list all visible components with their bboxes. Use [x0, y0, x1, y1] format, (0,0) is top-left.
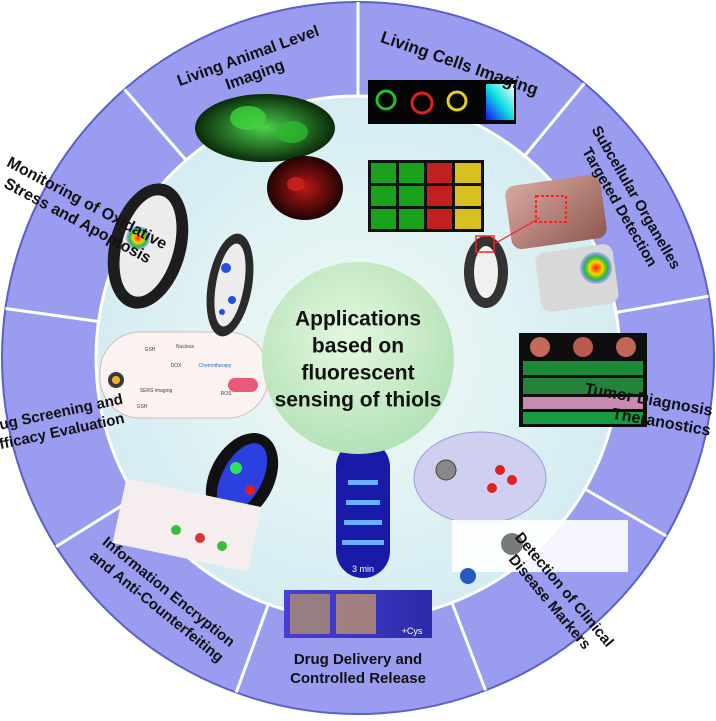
cys-label: +Cys — [402, 626, 423, 636]
scheme-label: Nucleus — [176, 344, 195, 350]
drug-screening-images — [112, 433, 279, 572]
scheme-label: ROS — [221, 391, 233, 397]
red-cells-image — [267, 156, 343, 220]
segment-separator — [5, 306, 99, 324]
living-animal-images — [107, 183, 254, 337]
scheme-label: GSH — [145, 347, 156, 353]
scheme-label: GSH — [137, 404, 148, 410]
center-title-line: sensing of thiols — [275, 389, 442, 412]
scheme-label: DOX — [171, 363, 183, 369]
clinical-marker-images — [519, 333, 647, 427]
segment-separators — [5, 2, 709, 694]
organelle-images — [368, 80, 516, 232]
segment-separator — [123, 88, 188, 162]
living-cells-images — [195, 94, 343, 220]
segment-label-line: Controlled Release — [290, 670, 426, 687]
oxidative-stress-images: Nucleus GSH DOX Chemotherapy SERS imagin… — [99, 331, 269, 419]
center-circle — [262, 262, 454, 454]
center-title-line: Applications — [295, 308, 421, 331]
center-title: Applications based on fluorescent sensing o… — [275, 308, 442, 412]
center-title-line: based on — [312, 335, 404, 358]
delivery-scheme-panel — [452, 520, 628, 572]
scheme-label: SERS imaging — [140, 388, 173, 394]
tumor-tissue-photo — [505, 174, 607, 250]
center-title-line: fluorescent — [301, 362, 414, 385]
segment-separator — [584, 487, 668, 538]
pagoda-image — [336, 440, 390, 578]
delivery-scheme-cell — [413, 431, 547, 525]
segment-separator — [450, 602, 487, 691]
encryption-images: 3 min +Cys — [284, 440, 432, 638]
segment-label-line: Drug Delivery and — [294, 651, 422, 668]
segment-separator — [523, 82, 586, 157]
tumor-images — [464, 174, 619, 312]
green-cells-image — [195, 94, 335, 162]
drug-delivery-images — [413, 431, 628, 584]
time-label: 3 min — [352, 564, 374, 574]
segment-separator — [234, 603, 270, 694]
segment-separator — [615, 294, 709, 314]
scheme-label: Chemotherapy — [199, 363, 232, 369]
